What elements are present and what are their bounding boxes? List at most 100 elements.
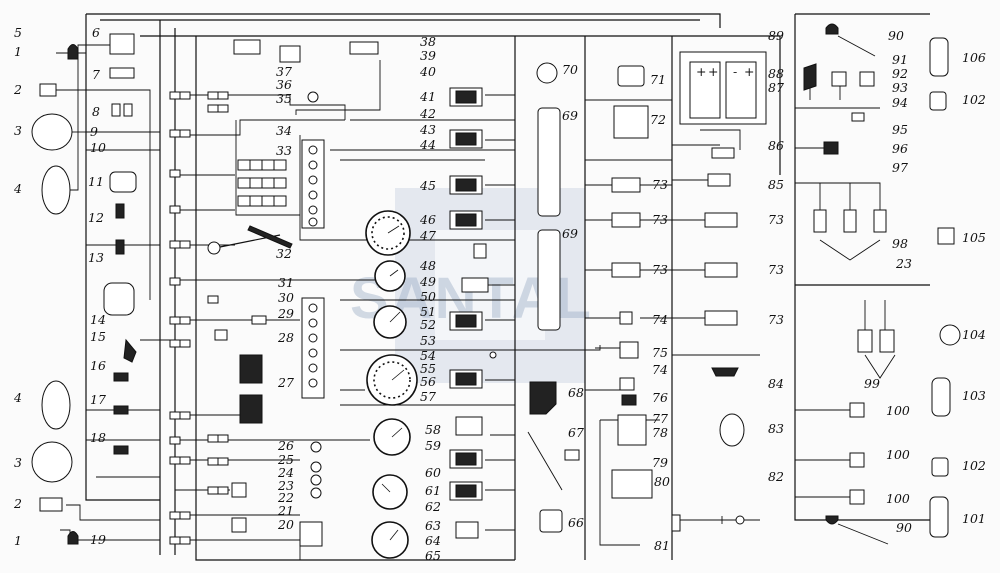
label-37: 37: [276, 64, 292, 79]
label-103: 103: [962, 388, 986, 403]
headlamp-bottom: [31, 441, 73, 483]
label-80: 80: [654, 474, 670, 489]
label-6: 6: [92, 25, 100, 40]
label-39: 39: [420, 48, 436, 63]
label-82: 82: [768, 469, 784, 484]
label-73-f: 73: [768, 312, 784, 327]
label-12: 12: [88, 210, 104, 225]
headlamp-top: [31, 113, 73, 151]
label-100-b: 100: [886, 447, 910, 462]
sensor-23b: [843, 209, 857, 233]
right-components: [803, 23, 961, 545]
label-73-e: 73: [768, 262, 784, 277]
label-97: 97: [892, 160, 908, 175]
wiper-blade-32: [247, 225, 293, 249]
label-30: 30: [278, 290, 294, 305]
relay-85: [707, 173, 731, 187]
fog-lamp-bottom: [41, 380, 71, 430]
label-102-top: 102: [962, 92, 986, 107]
label-78: 78: [652, 425, 668, 440]
label-92: 92: [892, 66, 908, 81]
relay-6: [109, 33, 135, 55]
rear-lamp-102-bottom: [931, 457, 949, 477]
label-91: 91: [892, 52, 908, 67]
side-lamp-top: [67, 44, 79, 60]
switch-26: [310, 441, 322, 453]
instrument-gauges: [365, 210, 418, 559]
label-69-top: 69: [562, 108, 578, 123]
lamp-27a: [239, 354, 263, 384]
fuse-95: [851, 112, 865, 122]
antenna-bottom: [837, 523, 889, 545]
label-105: 105: [962, 230, 986, 245]
harness-wires: [56, 13, 930, 561]
label-67: 67: [568, 425, 584, 440]
lamp-90-bottom: [825, 515, 839, 525]
relay-92: [831, 71, 847, 87]
label-23-right: 23: [895, 256, 912, 271]
label-106: 106: [962, 50, 986, 65]
warning-lamps: [449, 87, 497, 539]
switch-8a: [111, 103, 121, 117]
label-27: 27: [277, 375, 294, 390]
relay-29: [251, 315, 267, 325]
label-24: 24: [277, 465, 294, 480]
label-68: 68: [568, 385, 584, 400]
label-44: 44: [419, 137, 436, 152]
side-lamp-bottom: [67, 531, 79, 545]
sensor-23a: [813, 209, 827, 233]
sensor-39: [349, 41, 379, 55]
label-73-d: 73: [768, 212, 784, 227]
label-15: 15: [90, 329, 106, 344]
label-47: 47: [419, 228, 436, 243]
label-65: 65: [425, 548, 441, 563]
label-14: 14: [90, 312, 106, 327]
lamp-27b: [239, 394, 263, 424]
fuse-box-69b: [537, 229, 561, 331]
label-61: 61: [425, 483, 441, 498]
label-3-bottom: 3: [14, 455, 22, 470]
antenna-top: [837, 35, 876, 57]
switch-24: [310, 474, 322, 486]
sensor-99b: [879, 329, 895, 353]
label-58: 58: [425, 422, 441, 437]
label-29: 29: [277, 306, 294, 321]
label-66: 66: [568, 515, 584, 530]
relay-93: [859, 71, 875, 87]
label-4-bottom: 4: [13, 390, 22, 405]
label-98: 98: [892, 236, 908, 251]
horn-11: [109, 171, 137, 193]
label-2-top: 2: [13, 82, 22, 97]
relay-37: [279, 45, 301, 63]
label-41: 41: [419, 89, 436, 104]
label-64: 64: [425, 533, 441, 548]
battery-block: + + - +: [679, 51, 767, 187]
switch-7: [109, 67, 135, 79]
label-1-bottom: 1: [14, 533, 22, 548]
connectors: [169, 91, 229, 545]
lamp-36: [233, 39, 261, 55]
label-11: 11: [88, 174, 104, 189]
sensor-99a: [857, 329, 873, 353]
label-16: 16: [90, 358, 106, 373]
label-42: 42: [419, 106, 436, 121]
connector-100c: [849, 489, 865, 505]
label-38: 38: [420, 34, 436, 49]
rear-lamp-106: [929, 37, 949, 77]
label-21: 21: [277, 503, 294, 518]
label-17: 17: [90, 392, 106, 407]
lamp-90-top: [825, 23, 839, 35]
sensor-13: [115, 239, 125, 255]
label-75: 75: [652, 345, 668, 360]
rear-lamp-101: [929, 496, 949, 538]
label-8: 8: [92, 104, 100, 119]
label-87: 87: [768, 80, 784, 95]
lamp-104: [939, 324, 961, 346]
sensor-21: [299, 521, 323, 547]
label-81: 81: [654, 538, 670, 553]
label-71: 71: [650, 72, 666, 87]
label-90-bottom: 90: [896, 520, 912, 535]
label-43: 43: [419, 122, 436, 137]
label-59: 59: [425, 438, 441, 453]
center-left-components: [207, 39, 379, 547]
